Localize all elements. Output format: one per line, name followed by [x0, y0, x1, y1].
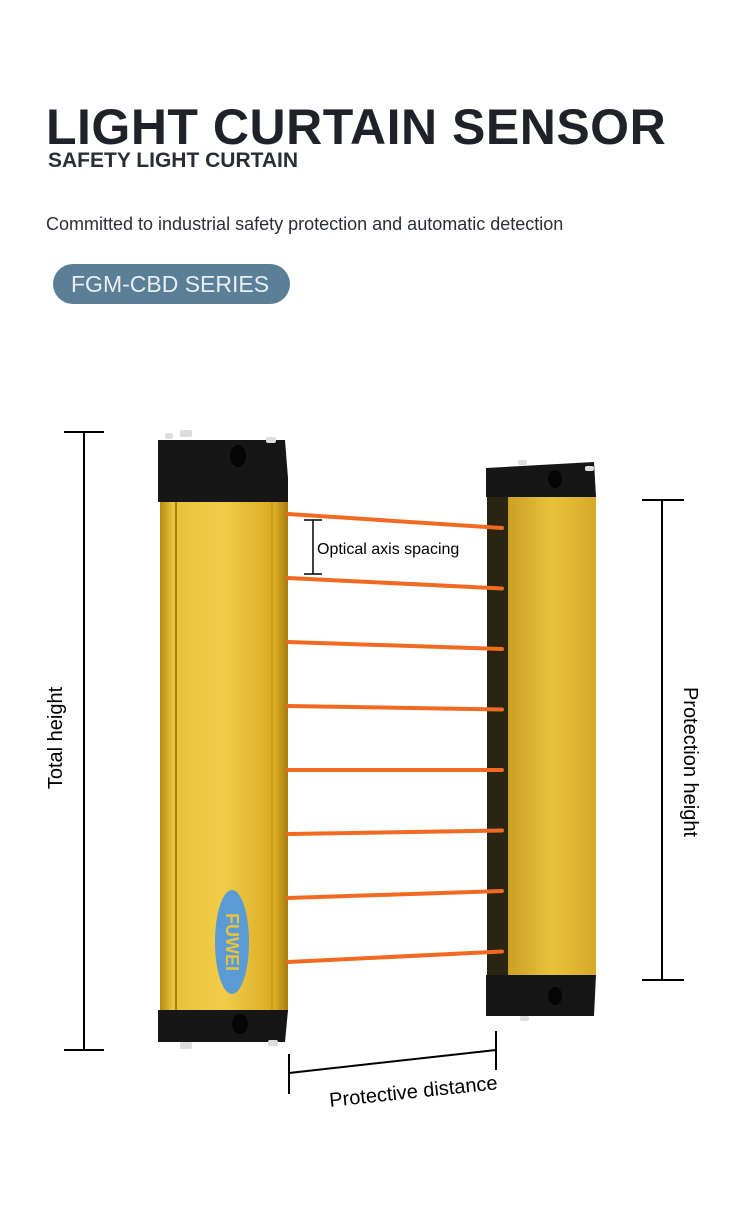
light-beam: [286, 704, 504, 712]
light-beam: [286, 640, 504, 651]
bottom-end-cap: [158, 1010, 288, 1042]
fuwei-logo: FUWEI: [215, 890, 249, 994]
total-height-label: Total height: [45, 686, 67, 789]
optical-axis-spacing-dimension: Optical axis spacing: [304, 519, 459, 575]
receiver-housing: [486, 460, 596, 1021]
page-subtitle: SAFETY LIGHT CURTAIN: [48, 149, 299, 172]
top-end-cap: [158, 440, 288, 502]
emitter-housing: FUWEI: [158, 430, 288, 1049]
light-beams: [286, 512, 504, 964]
light-beam: [286, 576, 504, 591]
protection-height-dimension: Protection height: [642, 499, 701, 981]
optical-axis-spacing-label: Optical axis spacing: [317, 541, 459, 558]
page-title: LIGHT CURTAIN SENSOR: [46, 99, 667, 155]
light-beam: [286, 828, 504, 836]
tagline: Committed to industrial safety protectio…: [46, 214, 564, 234]
total-height-dimension: Total height: [45, 431, 104, 1051]
protective-distance-dimension: Protective distance: [288, 1031, 499, 1112]
top-end-cap: [486, 462, 596, 497]
protective-distance-label: Protective distance: [328, 1072, 498, 1112]
svg-text:FUWEI: FUWEI: [222, 913, 242, 971]
series-badge: FGM-CBD SERIES: [53, 264, 290, 304]
light-beam: [286, 949, 504, 964]
light-beam: [286, 512, 504, 530]
protection-height-label: Protection height: [679, 687, 701, 838]
bottom-end-cap: [486, 975, 596, 1016]
light-beam: [286, 889, 504, 900]
